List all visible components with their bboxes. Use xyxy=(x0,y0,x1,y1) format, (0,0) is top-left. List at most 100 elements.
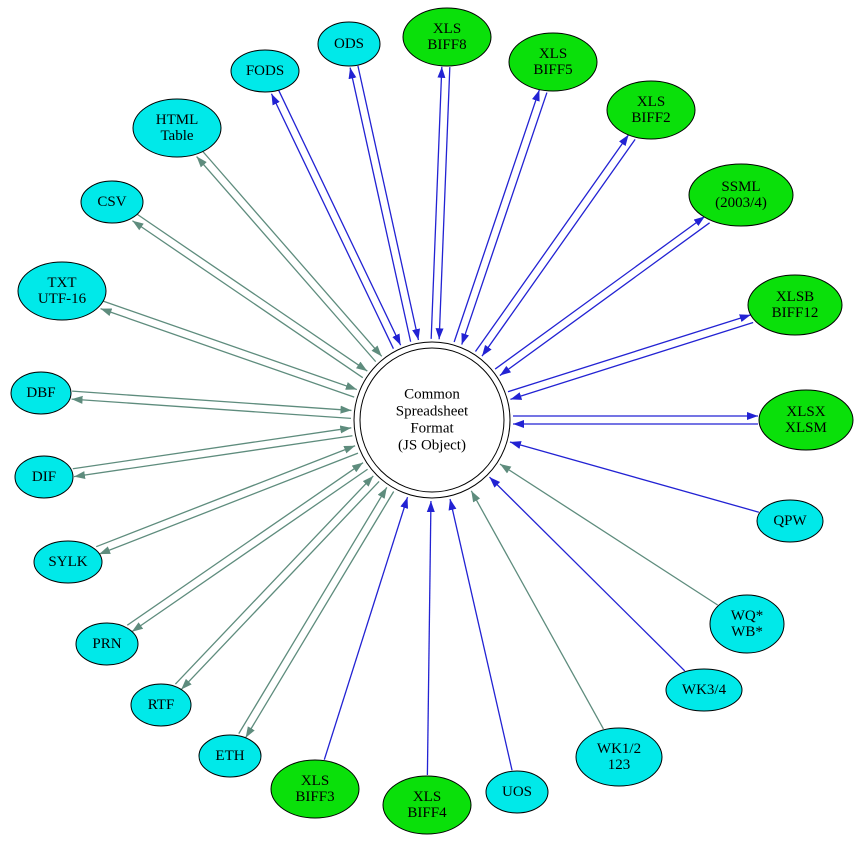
format-node-shape xyxy=(758,389,854,451)
edge-write-txt-utf16 xyxy=(100,308,355,398)
edge-write-xls-biff2 xyxy=(474,134,630,352)
edge-read-xls-biff3 xyxy=(323,497,409,760)
edge-read-xls-biff8 xyxy=(435,67,451,340)
format-node-qpw: QPW xyxy=(756,499,824,543)
edge-read-dbf xyxy=(72,390,352,414)
edge-read-xls-biff2 xyxy=(481,139,636,357)
edge-read-eth xyxy=(238,487,388,734)
center-node-inner-circle xyxy=(359,347,505,493)
format-node-shape xyxy=(485,770,549,814)
format-node-shape xyxy=(230,49,300,93)
format-node-shape xyxy=(198,734,262,778)
edge-read-txt-utf16 xyxy=(102,300,358,391)
format-node-shape xyxy=(17,261,107,321)
edge-read-prn xyxy=(126,462,364,626)
edge-read-wq-wb xyxy=(499,463,718,606)
edge-read-fods xyxy=(278,90,402,346)
edge-write-sylk xyxy=(98,452,359,555)
format-node-shape xyxy=(14,455,74,499)
edge-read-rtf xyxy=(174,475,374,685)
format-node-dif: DIF xyxy=(14,455,74,499)
edge-read-sylk xyxy=(95,445,356,548)
format-node-shape xyxy=(747,274,843,336)
format-node-wq-wb: WQ*WB* xyxy=(709,594,785,654)
format-node-ods: ODS xyxy=(317,21,381,67)
format-node-label: ODS xyxy=(334,36,364,52)
format-node-label: RTF xyxy=(148,697,175,713)
edge-read-qpw xyxy=(509,441,760,513)
format-node-shape xyxy=(317,21,381,67)
format-node-shape xyxy=(575,727,663,787)
format-node-shape xyxy=(270,759,360,819)
edge-write-rtf xyxy=(180,481,380,690)
format-node-shape xyxy=(606,80,696,140)
edge-read-wk12-123 xyxy=(470,490,605,730)
format-node-shape xyxy=(33,540,103,584)
edge-write-dbf xyxy=(71,395,351,420)
format-node-shape xyxy=(402,7,492,67)
edge-write-ods xyxy=(348,67,412,342)
edge-read-csv xyxy=(136,213,368,372)
edge-write-html-table xyxy=(196,156,377,363)
format-node-shape xyxy=(132,98,222,158)
format-node-wk34: WK3/4 xyxy=(665,668,743,712)
edge-write-fods xyxy=(270,93,395,349)
format-node-shape xyxy=(688,163,794,227)
edge-read-uos xyxy=(448,498,513,771)
format-node-label: ETH xyxy=(215,748,244,764)
edge-write-csv xyxy=(132,220,364,379)
format-node-rtf: RTF xyxy=(130,683,192,727)
edge-read-xls-biff5 xyxy=(461,92,548,345)
format-node-fods: FODS xyxy=(230,49,300,93)
edge-read-wk34 xyxy=(489,476,686,672)
format-node-uos: UOS xyxy=(485,770,549,814)
edge-write-dif xyxy=(73,435,353,479)
format-node-shape xyxy=(756,499,824,543)
format-node-shape xyxy=(665,668,743,712)
format-node-label: UOS xyxy=(502,784,532,800)
edge-read-dif xyxy=(72,425,352,470)
edge-write-prn xyxy=(131,468,368,633)
center-node-outer-circle xyxy=(353,341,511,499)
format-node-label: DIF xyxy=(32,469,56,485)
format-node-label: SYLK xyxy=(48,554,87,570)
format-node-label: CSV xyxy=(97,194,126,210)
format-node-shape xyxy=(709,594,785,654)
format-node-label: PRN xyxy=(92,636,121,652)
format-node-label: SSML(2003/4) xyxy=(715,179,767,211)
edge-read-html-table xyxy=(202,150,383,357)
format-node-sylk: SYLK xyxy=(33,540,103,584)
format-node-shape xyxy=(508,32,598,92)
format-node-ssml: SSML(2003/4) xyxy=(688,163,794,227)
edge-write-ssml xyxy=(494,215,706,370)
edge-read-ssml xyxy=(499,222,710,377)
format-node-label: DBF xyxy=(26,385,55,401)
format-node-shape xyxy=(130,683,192,727)
edge-write-xlsb-biff12 xyxy=(507,314,751,393)
edge-read-xls-biff4 xyxy=(426,500,435,776)
format-node-eth: ETH xyxy=(198,734,262,778)
edge-read-ods xyxy=(357,65,420,341)
format-node-label: FODS xyxy=(246,63,284,79)
